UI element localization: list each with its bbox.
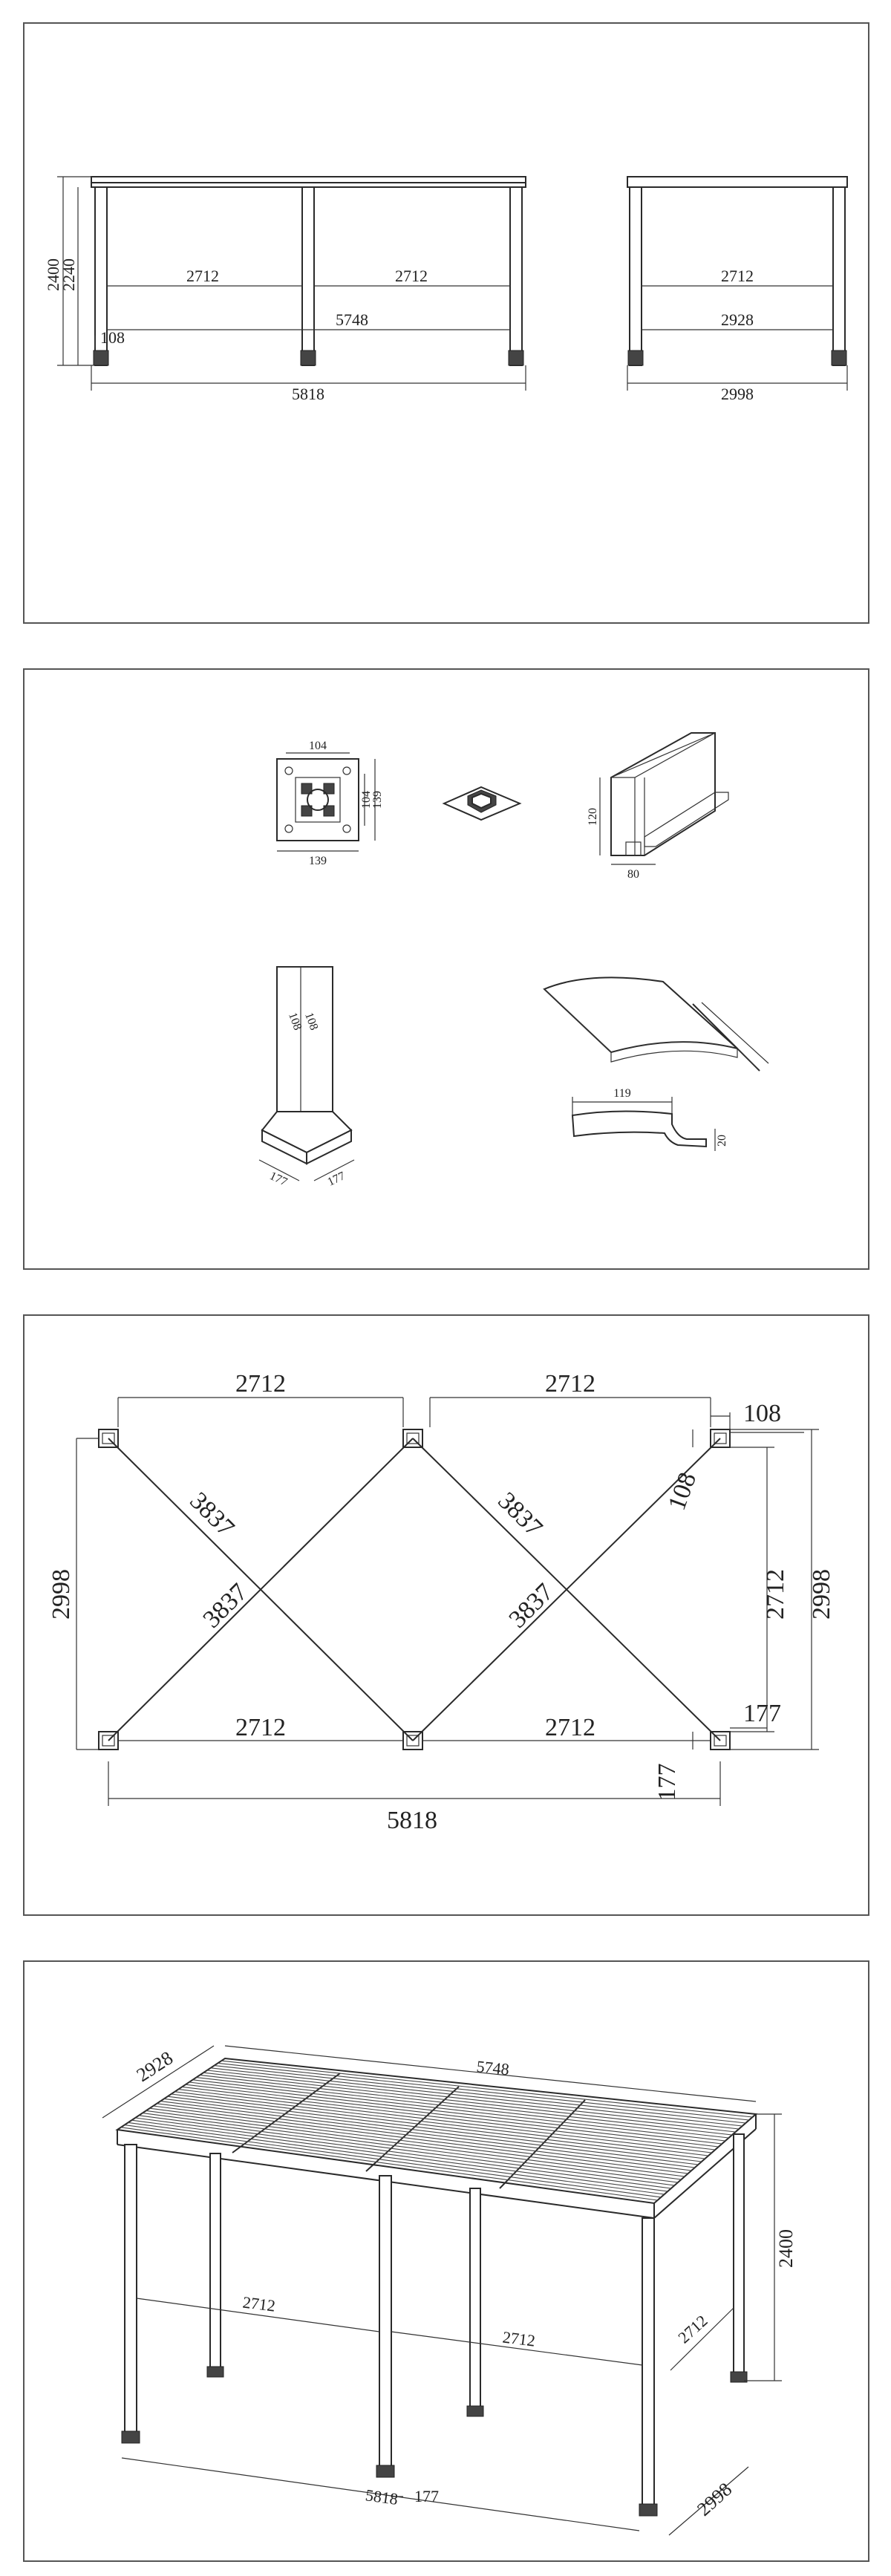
plan-frame [76, 1397, 819, 1806]
louver-slat [174, 2091, 709, 2156]
plan-overall-length: 5818 [387, 1807, 437, 1834]
louver-slat [171, 2093, 705, 2159]
plan-width-right: 2998 [808, 1569, 835, 1620]
beam-height: 120 [587, 808, 599, 826]
louver-slat [200, 2074, 733, 2136]
plan-width-left: 2998 [48, 1569, 75, 1620]
louver-slat [178, 2089, 712, 2153]
louver-slat [128, 2122, 665, 2195]
iso-overall-length: 5818 [365, 2485, 399, 2508]
front-post-size: 108 [100, 328, 125, 347]
iso-top-width: 2928 [133, 2047, 177, 2087]
plan-inner-width: 2712 [762, 1569, 789, 1620]
front-height-total: 2400 [44, 258, 62, 291]
louver-slat [138, 2115, 675, 2186]
isometric-panel: 2928 5748 2712 2712 2712 2400 177 5818 2… [23, 1960, 869, 2562]
iso-dimensions [102, 2045, 782, 2536]
side-elevation [627, 176, 848, 391]
louver-slat [185, 2084, 719, 2148]
louver-slat [146, 2110, 682, 2180]
louver-slat [206, 2070, 740, 2130]
louver-slat [214, 2065, 746, 2124]
louver-slat [210, 2067, 742, 2127]
plan-bottom-right-span: 2712 [545, 1714, 595, 1741]
base-plate-side: 104 [360, 791, 373, 809]
details-panel: 104 104 139 139 120 80 108 108 177 177 [23, 668, 869, 1270]
louver-slat [189, 2081, 722, 2145]
plan-diag-1: 3837 [184, 1487, 239, 1542]
side-span: 2712 [721, 267, 754, 285]
side-inner-width: 2928 [721, 310, 754, 329]
louver-slat [221, 2060, 753, 2118]
plan-foot-size-a: 177 [743, 1700, 781, 1727]
details-drawing: 104 104 139 139 120 80 108 108 177 177 [258, 732, 769, 1189]
louver-slat [167, 2096, 702, 2162]
louver-slat [124, 2125, 662, 2198]
front-span-left: 2712 [186, 267, 219, 285]
front-elevation [57, 176, 526, 391]
base-plate-iso [442, 786, 522, 821]
louver-slat [157, 2103, 692, 2171]
louver-slat [196, 2077, 729, 2139]
elevation-panel: 2400 2240 2712 2712 5748 108 5818 2712 2… [23, 22, 869, 624]
louver-iso [543, 976, 769, 1072]
louver-section [571, 1097, 716, 1151]
front-outer-length: 5818 [292, 385, 324, 403]
louver-slat [149, 2107, 685, 2177]
louver-width: 119 [613, 1087, 630, 1100]
iso-foot: 177 [414, 2487, 439, 2505]
louver-slat [203, 2072, 736, 2133]
base-plate-plan [276, 752, 376, 852]
plan-diag-3: 3837 [492, 1487, 547, 1542]
louver-slat [218, 2062, 749, 2121]
elevation-drawing: 2400 2240 2712 2712 5748 108 5818 2712 2… [44, 176, 848, 403]
louver-slat [135, 2117, 671, 2189]
iso-overall-width: 2998 [693, 2479, 736, 2520]
louver-slat [131, 2119, 668, 2192]
plan-post-top: 108 [743, 1400, 781, 1427]
post-with-foot [258, 966, 355, 1181]
iso-top-length: 5748 [476, 2057, 510, 2078]
iso-span-left: 2712 [242, 2292, 277, 2315]
louver-height: 20 [716, 1135, 728, 1147]
louver-slat [192, 2079, 725, 2142]
iso-posts [121, 2133, 748, 2517]
beam-profile [599, 732, 729, 865]
front-inner-length: 5748 [336, 310, 368, 329]
plan-diag-4: 3837 [503, 1578, 558, 1633]
plan-panel: 2712 2712 108 108 3837 3837 3837 3837 29… [23, 1314, 869, 1916]
plan-post-side: 108 [663, 1469, 702, 1514]
plan-drawing: 2712 2712 108 108 3837 3837 3837 3837 29… [48, 1370, 835, 1834]
iso-span-side: 2712 [674, 2311, 711, 2347]
louver-slat [181, 2086, 716, 2151]
side-outer-width: 2998 [721, 385, 754, 403]
front-height-beam: 2240 [59, 258, 78, 291]
isometric-drawing: 2928 5748 2712 2712 2712 2400 177 5818 2… [102, 2045, 797, 2536]
louver-slat [142, 2113, 679, 2183]
iso-height: 2400 [775, 2229, 797, 2268]
plan-foot-size-b: 177 [653, 1764, 681, 1801]
plan-diag-2: 3837 [198, 1578, 252, 1633]
louver-slat [153, 2105, 688, 2174]
foot-a: 177 [267, 1170, 289, 1189]
beam-width: 80 [627, 868, 639, 881]
base-plate-width: 139 [309, 855, 327, 867]
base-plate-height: 139 [371, 791, 384, 809]
louver-slat [120, 2127, 658, 2201]
iso-span-mid: 2712 [502, 2327, 537, 2350]
base-plate-inner: 104 [309, 740, 327, 752]
iso-louvers [120, 2060, 753, 2201]
plan-top-left-span: 2712 [235, 1370, 286, 1398]
plan-bottom-left-span: 2712 [235, 1714, 286, 1741]
front-span-right: 2712 [395, 267, 428, 285]
louver-slat [163, 2098, 699, 2165]
louver-slat [160, 2101, 695, 2168]
plan-top-right-span: 2712 [545, 1370, 595, 1398]
